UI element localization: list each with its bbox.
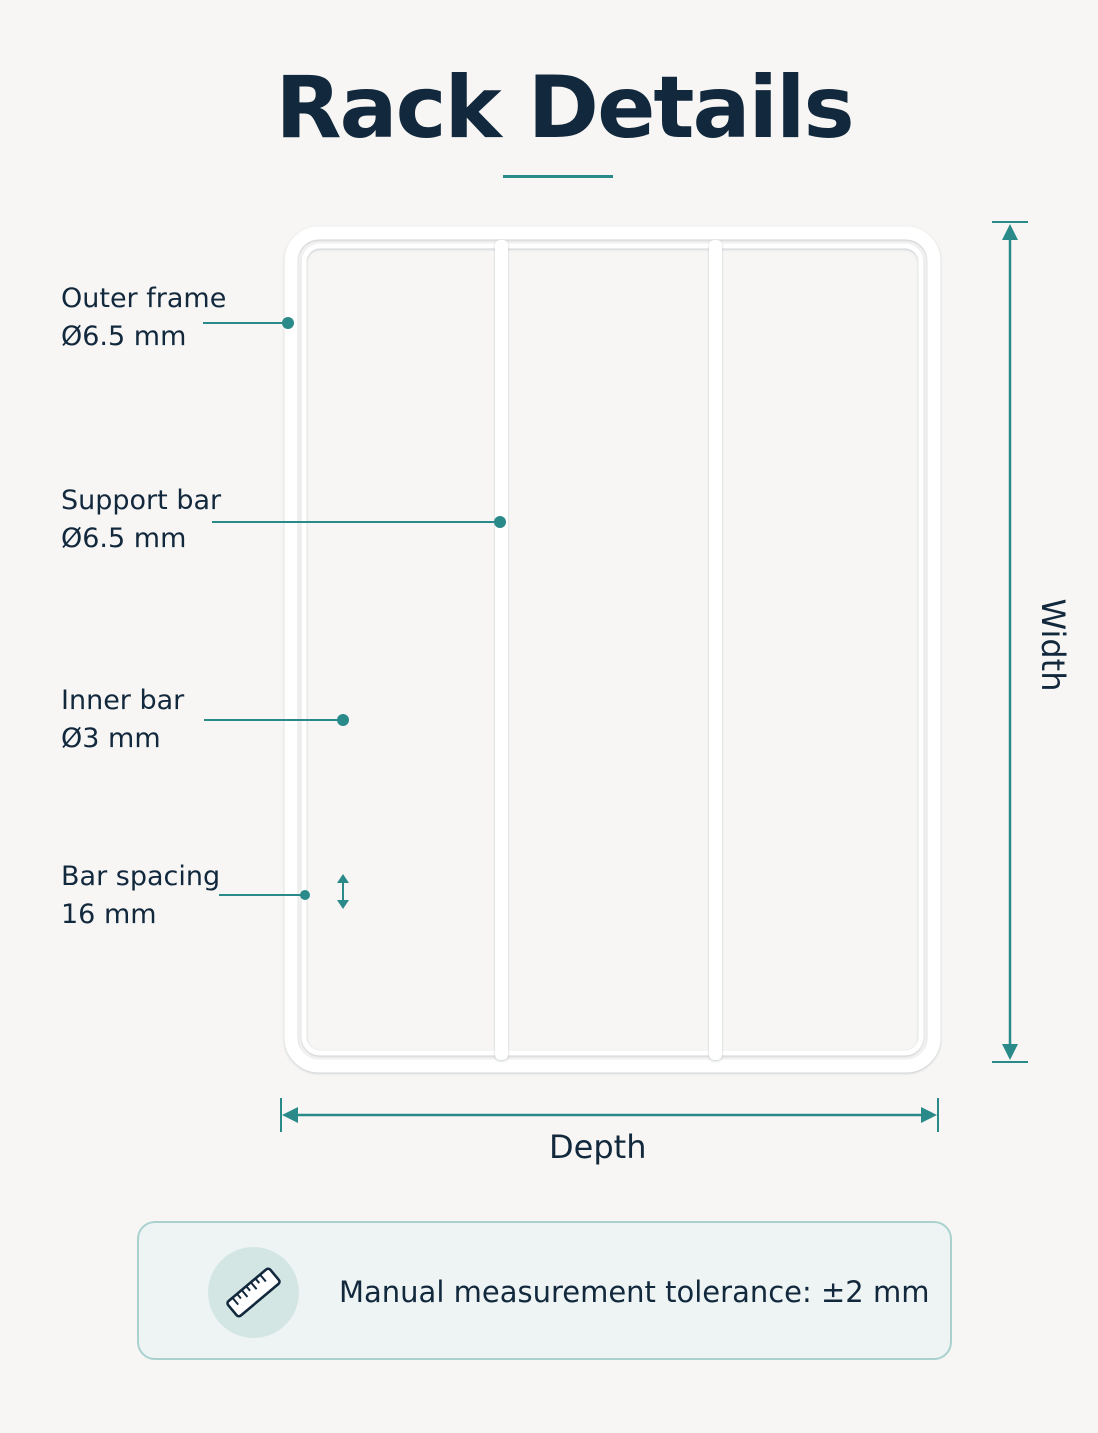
bar-spacing-name: Bar spacing [61, 861, 221, 892]
inner-bar-callout: Inner bar Ø3 mm [61, 682, 184, 758]
inner-bar-name: Inner bar [61, 685, 185, 716]
support-bar-callout: Support bar Ø6.5 mm [61, 482, 221, 558]
title-underline [503, 175, 613, 178]
rack-inner-bars [304, 274, 921, 1028]
support-bar-size: Ø6.5 mm [61, 523, 187, 554]
outer-frame-name: Outer frame [61, 283, 227, 314]
double-arrow-icon [337, 874, 349, 909]
inner-bar-size: Ø3 mm [61, 723, 161, 754]
page-title: Rack Details [275, 58, 854, 158]
rack-outer-frame [284, 226, 941, 1073]
depth-dimension-arrow [280, 1098, 939, 1132]
bar-spacing-callout: Bar spacing 16 mm [61, 858, 220, 934]
rack-support-bar [495, 240, 508, 1060]
outer-frame-callout: Outer frame Ø6.5 mm [61, 280, 226, 356]
tolerance-note: Manual measurement tolerance: ±2 mm [339, 1275, 930, 1309]
support-bar-name: Support bar [61, 485, 222, 516]
tolerance-note-box: Manual measurement tolerance: ±2 mm [137, 1221, 952, 1360]
rack-support-bar [709, 240, 722, 1060]
depth-label: Depth [549, 1128, 647, 1166]
width-dimension-arrow [992, 221, 1028, 1063]
ruler-icon [208, 1247, 299, 1338]
width-label: Width [1034, 598, 1072, 692]
outer-frame-size: Ø6.5 mm [61, 321, 187, 352]
bar-spacing-size: 16 mm [61, 899, 157, 930]
